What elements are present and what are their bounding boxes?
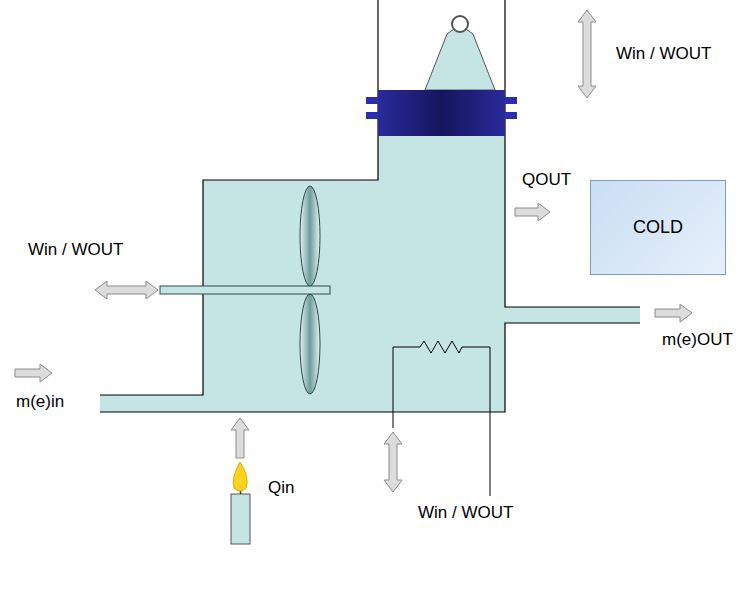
- piston-ring: [366, 97, 378, 104]
- label-text: Qin: [268, 478, 294, 497]
- quantity-label: m(e)OUT: [662, 330, 733, 350]
- flow-arrow: [655, 304, 692, 322]
- work-arrow: [384, 432, 402, 492]
- quantity-label: m(e)in: [16, 392, 64, 412]
- vessel-outline: [100, 0, 640, 412]
- piston-rod: [425, 28, 495, 90]
- piston: [378, 90, 505, 136]
- paddle-blade: [300, 294, 320, 394]
- label-text: Win / WOUT: [28, 240, 123, 259]
- work-arrow: [578, 10, 596, 98]
- flow-arrow: [15, 364, 52, 382]
- piston-ring: [505, 97, 517, 104]
- label-text: m(e)OUT: [662, 330, 733, 349]
- work-arrow: [95, 281, 158, 299]
- label-text: QOUT: [522, 170, 571, 189]
- paddle-blade: [300, 186, 320, 286]
- candle: [231, 494, 250, 544]
- quantity-label: QOUT: [522, 170, 571, 190]
- flame: [233, 462, 247, 491]
- piston-ring: [366, 112, 378, 119]
- paddle-shaft: [160, 286, 330, 294]
- quantity-label: Qin: [268, 478, 294, 498]
- quantity-label: Win / WOUT: [616, 44, 711, 64]
- heat-arrow: [231, 418, 249, 458]
- node-label: COLD: [633, 217, 683, 238]
- heat-arrow: [515, 203, 550, 221]
- piston-ring: [505, 112, 517, 119]
- resistor-symbol: [393, 341, 490, 496]
- label-text: Win / WOUT: [418, 503, 513, 522]
- vessel-body: [203, 180, 505, 412]
- rod-eye: [452, 16, 468, 32]
- quantity-label: Win / WOUT: [28, 240, 123, 260]
- quantity-label: Win / WOUT: [418, 503, 513, 523]
- label-text: m(e)in: [16, 392, 64, 411]
- label-text: Win / WOUT: [616, 44, 711, 63]
- outlet-pipe: [503, 307, 640, 323]
- inlet-pipe: [100, 395, 205, 412]
- cold-reservoir: COLD: [590, 180, 726, 275]
